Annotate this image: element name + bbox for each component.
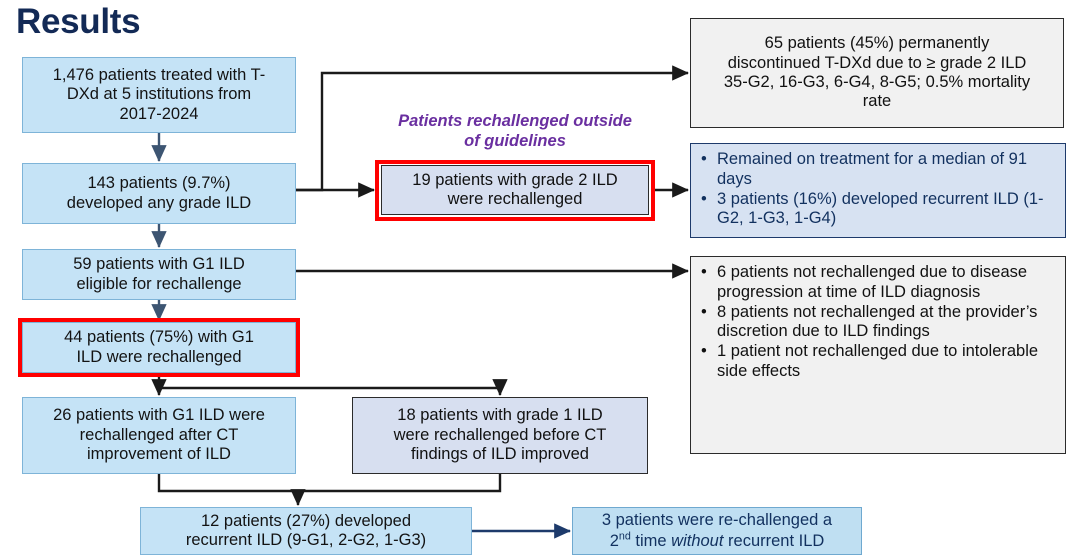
second-ordinal: 2 bbox=[609, 531, 619, 550]
box-discontinued-line3: 35-G2, 16-G3, 6-G4, 8-G5; 0.5% mortality bbox=[723, 73, 1031, 91]
not-rechallenged-list: 6 patients not rechallenged due to disea… bbox=[697, 263, 1059, 382]
second-text-a: time bbox=[630, 531, 672, 550]
callout-outside-guidelines: Patients rechallenged outside of guideli… bbox=[375, 112, 655, 152]
box-grade2-outcomes: Remained on treatment for a median of 91… bbox=[690, 143, 1066, 238]
box-g1-eligible-line1: 59 patients with G1 ILD bbox=[73, 255, 245, 274]
box-g1-rechallenged: 44 patients (75%) with G1 ILD were recha… bbox=[22, 322, 296, 373]
box-cohort-line2: DXd at 5 institutions from bbox=[66, 85, 252, 104]
box-any-ild: 143 patients (9.7%) developed any grade … bbox=[22, 163, 296, 224]
callout-line2: of guidelines bbox=[464, 131, 566, 150]
box-discontinued: 65 patients (45%) permanently discontinu… bbox=[690, 18, 1064, 128]
box-g1-eligible-line2: eligible for rechallenge bbox=[76, 274, 242, 293]
box-cohort-line3: 2017-2024 bbox=[119, 104, 199, 123]
box-any-ild-line2: developed any grade ILD bbox=[66, 193, 252, 212]
box-before-ct-line2: were rechallenged before CT bbox=[393, 425, 607, 444]
box-g1-rechallenged-line1: 44 patients (75%) with G1 bbox=[64, 328, 254, 347]
list-item: 1 patient not rechallenged due to intole… bbox=[697, 342, 1059, 382]
callout-line1: Patients rechallenged outside bbox=[398, 112, 632, 130]
box-second-rechallenge-line1: 3 patients were re-challenged a bbox=[601, 510, 833, 529]
box-second-rechallenge: 3 patients were re-challenged a 2nd time… bbox=[572, 507, 862, 555]
list-item: Remained on treatment for a median of 91… bbox=[697, 150, 1059, 190]
box-before-ct-line1: 18 patients with grade 1 ILD bbox=[397, 406, 603, 425]
box-after-ct-line3: improvement of ILD bbox=[87, 445, 231, 464]
box-after-ct-line1: 26 patients with G1 ILD were bbox=[53, 406, 265, 425]
box-grade2-rechallenged: 19 patients with grade 2 ILD were rechal… bbox=[381, 165, 649, 215]
box-grade2-rechallenged-line1: 19 patients with grade 2 ILD bbox=[412, 170, 618, 189]
list-item: 8 patients not rechallenged at the provi… bbox=[697, 303, 1059, 343]
box-discontinued-line4: rate bbox=[862, 92, 892, 111]
box-before-ct-line3: findings of ILD improved bbox=[411, 445, 589, 464]
box-discontinued-line1: 65 patients (45%) permanently bbox=[764, 34, 990, 53]
box-grade2-rechallenged-line2: were rechallenged bbox=[447, 190, 583, 208]
box-cohort: 1,476 patients treated with T- DXd at 5 … bbox=[22, 57, 296, 133]
box-g1-rechallenged-line2: ILD were rechallenged bbox=[76, 347, 242, 366]
box-discontinued-line2: discontinued T-DXd due to ≥ grade 2 ILD bbox=[727, 53, 1027, 72]
box-not-rechallenged: 6 patients not rechallenged due to disea… bbox=[690, 256, 1066, 454]
box-second-rechallenge-line2: 2nd time without recurrent ILD bbox=[609, 530, 825, 550]
second-text-em: without bbox=[671, 531, 724, 550]
page-title: Results bbox=[16, 2, 141, 41]
list-item: 6 patients not rechallenged due to disea… bbox=[697, 263, 1059, 303]
second-text-b: recurrent ILD bbox=[723, 531, 825, 550]
list-item: 3 patients (16%) developed recurrent ILD… bbox=[697, 190, 1059, 230]
box-recurrent-ild-line1: 12 patients (27%) developed bbox=[200, 511, 412, 530]
box-after-ct: 26 patients with G1 ILD were rechallenge… bbox=[22, 397, 296, 474]
box-any-ild-line1: 143 patients (9.7%) bbox=[87, 174, 231, 193]
second-ordinal-suffix: nd bbox=[618, 530, 631, 543]
grade2-outcomes-list: Remained on treatment for a median of 91… bbox=[697, 150, 1059, 229]
box-recurrent-ild-line2: recurrent ILD (9-G1, 2-G2, 1-G3) bbox=[185, 531, 427, 549]
box-before-ct: 18 patients with grade 1 ILD were rechal… bbox=[352, 397, 648, 474]
box-g1-eligible: 59 patients with G1 ILD eligible for rec… bbox=[22, 249, 296, 300]
box-recurrent-ild: 12 patients (27%) developed recurrent IL… bbox=[140, 507, 472, 555]
box-cohort-line1: 1,476 patients treated with T- bbox=[52, 65, 266, 84]
box-after-ct-line2: rechallenged after CT bbox=[79, 425, 239, 444]
